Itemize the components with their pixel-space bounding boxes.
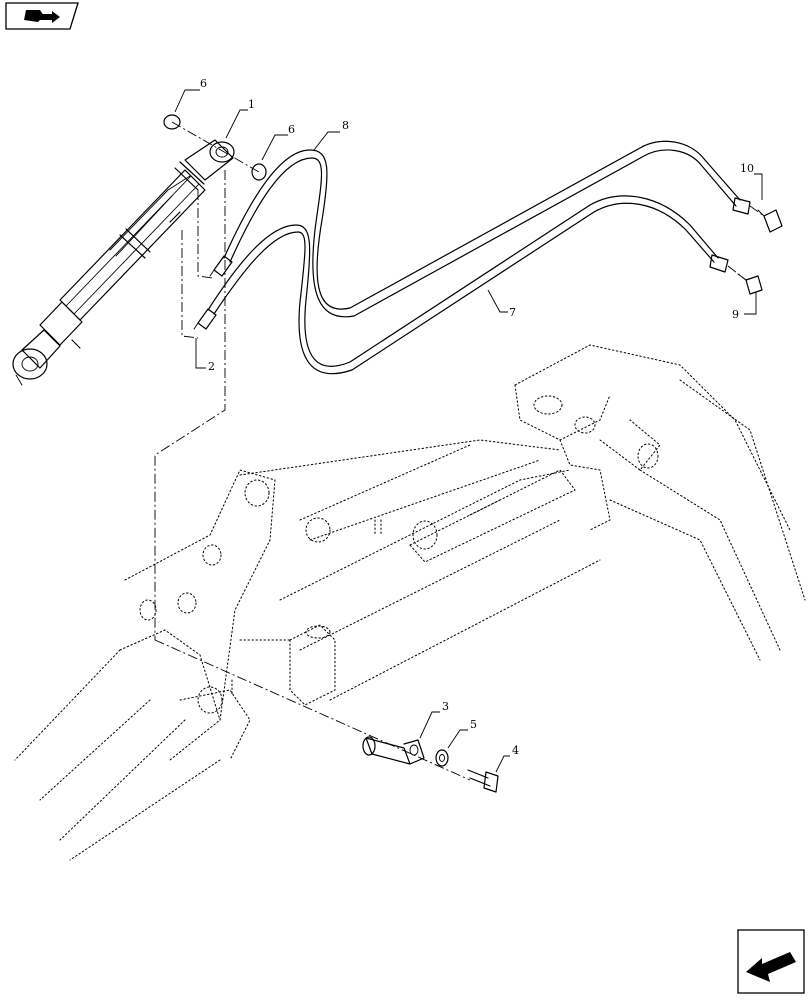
callout-2: 2 xyxy=(208,360,215,373)
callout-6a: 6 xyxy=(200,77,207,90)
callout-1: 1 xyxy=(248,98,255,111)
callout-9: 9 xyxy=(732,308,739,321)
o-ring-left xyxy=(163,114,181,130)
book-arrow-icon[interactable] xyxy=(5,2,79,30)
callout-8: 8 xyxy=(342,119,349,132)
pivot-pin xyxy=(362,736,425,765)
connector-9 xyxy=(737,273,763,295)
washer xyxy=(435,749,449,767)
callout-6b: 6 xyxy=(288,123,295,136)
callout-3: 3 xyxy=(442,700,449,713)
hose-fitting-lower xyxy=(193,308,217,330)
callout-7: 7 xyxy=(509,306,516,319)
callout-10: 10 xyxy=(740,162,754,175)
hydraulic-cylinder xyxy=(12,139,235,386)
return-arrow-icon[interactable] xyxy=(737,929,805,994)
hydraulic-line-8 xyxy=(223,140,741,318)
callout-5: 5 xyxy=(470,718,477,731)
loader-arm-structure xyxy=(14,344,806,861)
hydraulic-line-7 xyxy=(207,195,719,375)
o-ring-right xyxy=(251,163,267,181)
hose-fitting-upper xyxy=(209,255,233,277)
connector-10 xyxy=(757,209,783,233)
bolt xyxy=(467,769,499,793)
callout-4: 4 xyxy=(512,744,519,757)
